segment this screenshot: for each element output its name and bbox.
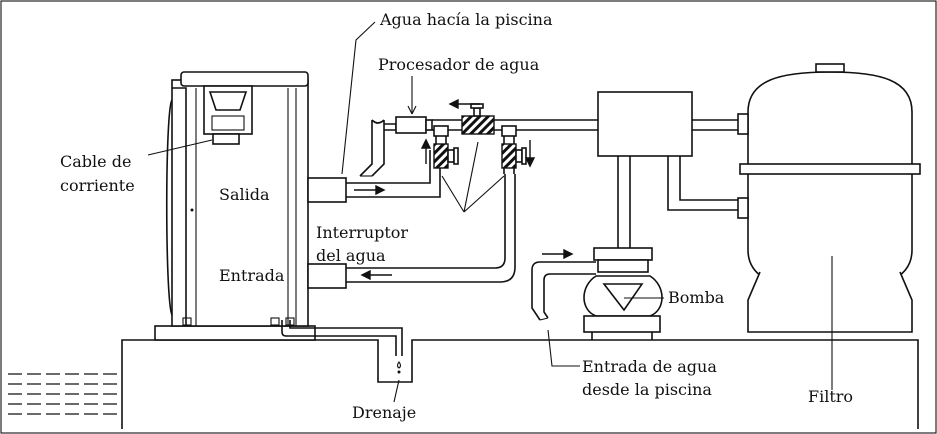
flow-arrows <box>354 98 574 281</box>
valve-main <box>461 103 495 135</box>
filter-tank <box>737 63 921 333</box>
label-power-cable-1: Cable de <box>60 152 131 171</box>
valve-outlet <box>433 125 459 169</box>
label-filter: Filtro <box>808 387 853 406</box>
drain-pipe <box>281 320 403 374</box>
pool-water <box>8 373 118 415</box>
label-water-from-pool-1: Entrada de agua <box>582 357 717 376</box>
label-inlet: Entrada <box>219 266 285 285</box>
control-panel <box>203 85 253 145</box>
pump <box>583 247 663 340</box>
multiport-box <box>597 91 738 248</box>
water-processor <box>395 116 598 134</box>
label-pump: Bomba <box>668 288 725 307</box>
label-drain: Drenaje <box>352 403 416 422</box>
label-outlet: Salida <box>219 185 270 204</box>
valve-inlet <box>501 125 527 169</box>
inlet-pipe <box>307 174 516 289</box>
label-power-cable-2: corriente <box>60 176 135 195</box>
ground-slab <box>121 339 919 429</box>
outlet-pipe <box>307 150 441 203</box>
suction-pipe <box>531 261 596 321</box>
label-water-switch-1: Interruptor <box>316 223 408 242</box>
label-water-switch-2: del agua <box>316 246 386 265</box>
label-water-processor: Procesador de agua <box>378 55 540 74</box>
label-water-from-pool-2: desde la piscina <box>582 380 712 399</box>
leader-lines <box>147 21 833 403</box>
label-water-to-pool: Agua hacía la piscina <box>379 10 553 29</box>
pool-return-pipe <box>359 119 397 177</box>
